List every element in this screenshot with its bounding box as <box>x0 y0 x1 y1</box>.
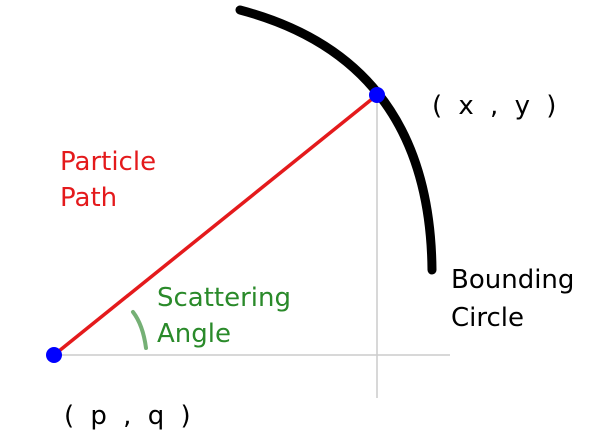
scattering-angle-label-line1: Scattering <box>157 283 292 313</box>
bounding-circle-arc <box>235 5 437 275</box>
particle-path-label-line2: Path <box>60 183 118 213</box>
point-pq-marker <box>46 347 62 363</box>
point-xy-marker <box>369 87 385 103</box>
bounding-circle-label-line1: Bounding <box>451 265 575 295</box>
point-xy-label: ( x , y ) <box>432 91 561 121</box>
particle-path-label-line1: Particle <box>60 147 157 177</box>
bounding-circle-label-line2: Circle <box>451 303 525 333</box>
scattering-angle-arc <box>131 310 148 350</box>
point-pq-label: ( p , q ) <box>64 401 195 431</box>
scattering-angle-label-line2: Angle <box>157 319 231 349</box>
particle-path-line <box>52 93 379 357</box>
